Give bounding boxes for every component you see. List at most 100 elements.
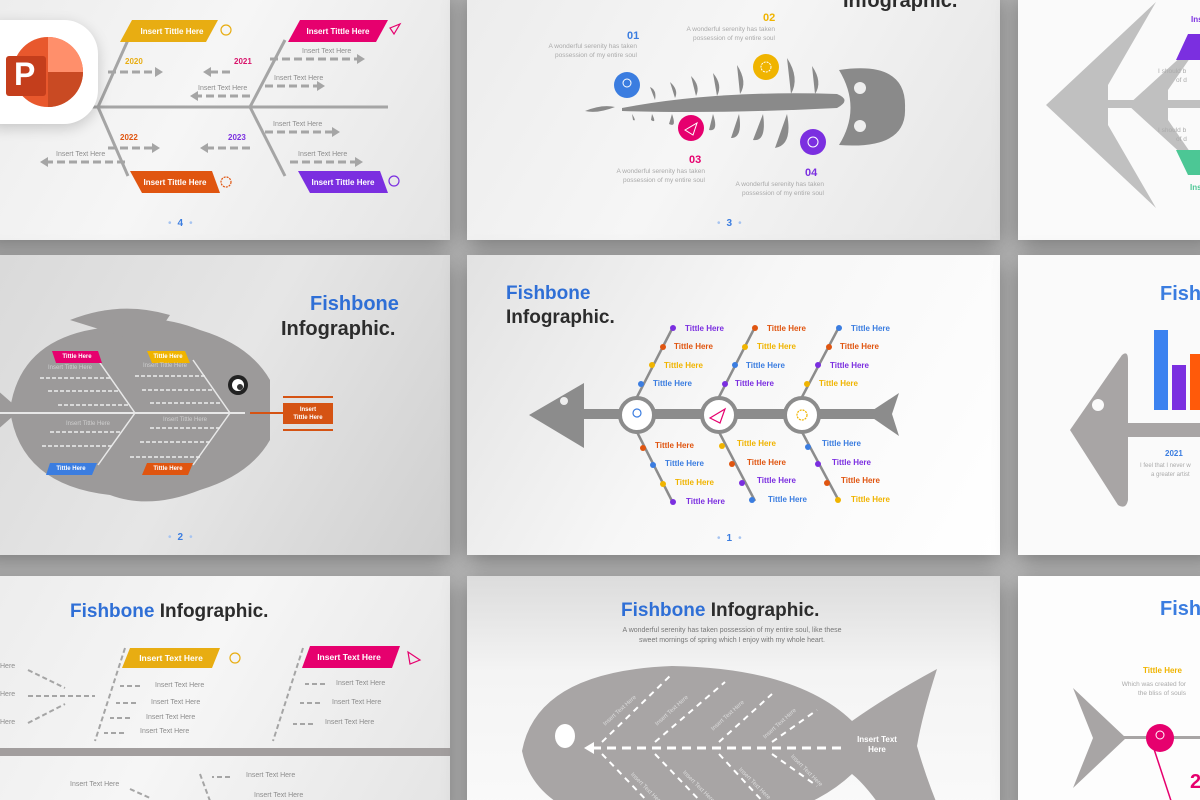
gear-icon — [783, 396, 821, 434]
slide-thumbnail-2[interactable]: Fishbone Infographic. Tittle Here Tittle… — [0, 255, 450, 555]
bone-text: Insert Text Here — [336, 680, 386, 687]
slide-thumbnail-6[interactable]: Fishbone Infographic. A wonderful sereni… — [467, 576, 1000, 800]
list-item: Tittle Here — [830, 361, 869, 370]
tag: Tittle Here — [56, 466, 86, 472]
arrow-head-diagram — [1046, 2, 1200, 208]
slide-thumbnail-3[interactable]: Infographic. 01 A wonderful serenity has… — [467, 0, 1000, 240]
tag-2022: Insert Tittle Here — [143, 177, 207, 187]
bone-text: Insert Text Here — [298, 151, 348, 158]
page-indicator: •1• — [717, 533, 748, 544]
year-2022: 2022 — [120, 133, 138, 142]
powerpoint-app-badge: P — [0, 20, 98, 124]
list-item: Tittle Here — [655, 441, 694, 450]
tag: Tittle Here — [62, 354, 92, 360]
user-icon — [229, 652, 241, 664]
bone-text: Insert Text Here — [302, 48, 352, 55]
fish-skeleton-diagram — [585, 54, 906, 155]
tag: Tittle Here — [153, 354, 183, 360]
globe-icon — [388, 175, 400, 187]
item-number: 02 — [763, 12, 776, 24]
bone-text: Insert Tittle Here — [163, 417, 208, 423]
bone-text: Insert Text Here — [273, 121, 323, 128]
slide-title-blue: Fish — [1160, 283, 1200, 305]
list-item: Tittle Here — [819, 379, 858, 388]
item-title: Ins — [1191, 15, 1200, 24]
fishbone-diagram — [0, 646, 450, 800]
year-2020: 2020 — [125, 57, 143, 66]
list-item: Tittle Here — [757, 476, 796, 485]
item-number: 2 — [1190, 771, 1200, 793]
item-number: 04 — [805, 167, 818, 179]
bone-text: Insert Text Here — [274, 75, 324, 82]
slide-title: Fishbone Infographic. — [70, 601, 269, 622]
fishbone-diagram — [40, 20, 402, 193]
globe-icon — [800, 129, 826, 155]
slide-thumbnail-4[interactable]: Insert Tittle Here Insert Tittle Here In… — [0, 0, 450, 240]
slide-title: Infographic. — [506, 307, 615, 328]
slide-thumbnail-partial-top[interactable]: Ins I should bof d I should bof d Ins — [1018, 0, 1200, 240]
tag: Tittle Here — [153, 466, 183, 472]
bone-text: Insert Text Here — [56, 151, 106, 158]
bar-fish-diagram — [1070, 330, 1200, 507]
list-item: Tittle Here — [822, 439, 861, 448]
list-item: Tittle Here — [832, 458, 871, 467]
tag-2021: Insert Tittle Here — [306, 26, 370, 36]
list-item: Tittle Here — [735, 379, 774, 388]
fish-diagram — [0, 308, 333, 502]
arrow-fish-diagram — [1073, 688, 1200, 800]
paper-plane-icon — [678, 115, 704, 141]
user-icon — [220, 24, 232, 36]
page-indicator: •4• — [168, 218, 199, 229]
paper-plane-icon — [700, 396, 738, 434]
list-item: Tittle Here — [737, 439, 776, 448]
powerpoint-logo-icon — [6, 37, 83, 107]
item-desc: a greater artist — [1151, 472, 1190, 478]
fish-diagram — [522, 666, 937, 800]
item-number: 03 — [689, 154, 702, 166]
slide-thumbnail-1[interactable]: Fishbone Infographic. Tittle Here Tittle… — [467, 255, 1000, 555]
slide-title: Fishbone Infographic. — [621, 600, 820, 621]
slide-thumbnail-partial-middle[interactable]: Fish 2021 I feel that I never w a greate… — [1018, 255, 1200, 555]
year-2023: 2023 — [228, 133, 246, 142]
bone-text: Insert Tittle Here — [66, 421, 111, 427]
tag: Insert Text Here — [139, 653, 203, 663]
list-item: Tittle Here — [841, 476, 880, 485]
slide-title-blue: Fishbone — [310, 293, 399, 315]
tag-2020: Insert Tittle Here — [140, 26, 204, 36]
bone-text: Insert Text Here — [146, 714, 196, 721]
slide-thumbnail-5[interactable]: Fishbone Infographic. Insert Text Here I… — [0, 576, 450, 800]
list-item: Tittle Here — [768, 495, 807, 504]
list-item: Tittle Here — [747, 458, 786, 467]
slide-title-blue: Fishbone — [506, 283, 591, 304]
paper-plane-icon — [389, 22, 402, 36]
list-item: Tittle Here — [686, 497, 725, 506]
gear-icon — [753, 54, 779, 80]
list-item: Tittle Here — [653, 379, 692, 388]
fishbone-diagram — [529, 325, 899, 505]
item-title: Ins — [1190, 183, 1200, 192]
year-label: 2021 — [1165, 449, 1183, 458]
page-indicator: •2• — [168, 532, 199, 543]
year-2021: 2021 — [234, 57, 252, 66]
bone-text: Here — [0, 691, 16, 698]
bone-text: Insert Text Here — [155, 682, 205, 689]
bone-text: Insert Text Here — [332, 699, 382, 706]
user-icon — [614, 72, 640, 98]
list-item: Tittle Here — [685, 324, 724, 333]
bone-text: Here — [0, 663, 16, 670]
bone-text: Insert Text Here — [325, 719, 375, 726]
list-item: Tittle Here — [851, 324, 890, 333]
list-item: Tittle Here — [664, 361, 703, 370]
list-item: Tittle Here — [851, 495, 890, 504]
slide-title: Infographic. — [843, 0, 958, 12]
list-item: Tittle Here — [665, 459, 704, 468]
